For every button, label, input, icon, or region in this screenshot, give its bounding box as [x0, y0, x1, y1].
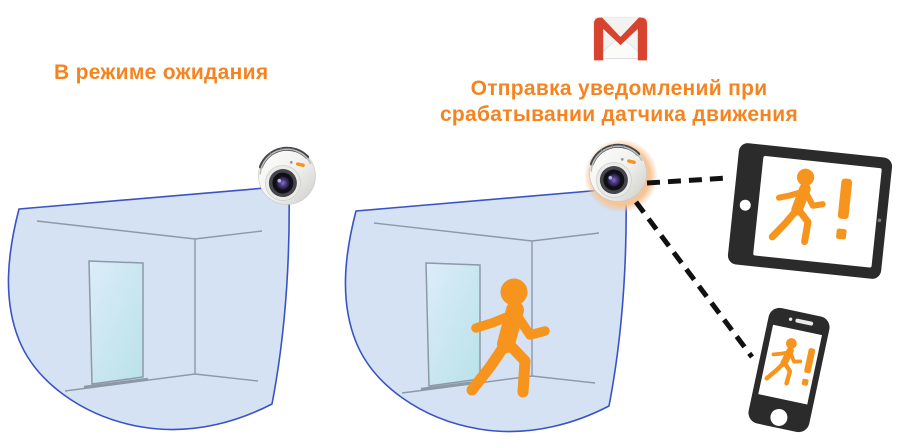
gmail-icon: [593, 16, 648, 61]
tablet: [727, 143, 893, 279]
tablet-home-button: [739, 199, 751, 211]
alert-coverage-area: [344, 186, 628, 433]
standby-coverage-area: [7, 184, 291, 431]
phone-sensor-dot: [788, 317, 793, 321]
phone-home-button: [770, 408, 788, 426]
phone-speaker: [795, 318, 814, 326]
alert-caption: Отправка уведомлений при срабатывании да…: [430, 76, 808, 128]
camera-to-tablet-dashed-line: [646, 175, 728, 186]
alert-caption-line2: срабатывании датчика движения: [439, 103, 799, 126]
standby-caption: В режиме ожидания: [54, 61, 269, 84]
alert-caption-line1: Отправка уведомлений при: [470, 77, 768, 100]
tablet-camera-dot: [877, 218, 882, 223]
camera-to-phone-dashed-line: [633, 200, 755, 359]
smartphone: [748, 307, 830, 433]
